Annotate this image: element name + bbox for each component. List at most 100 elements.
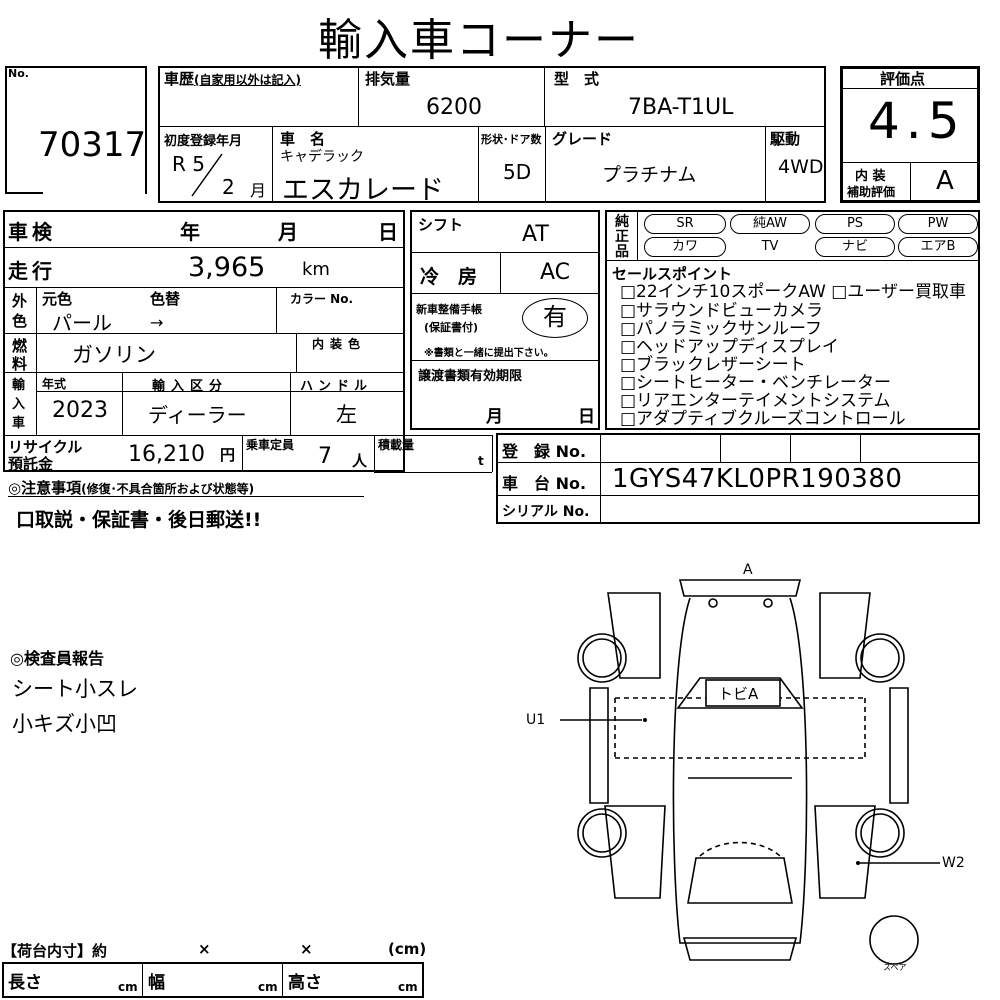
notes-label: ◎注意事項(修復･不具合箇所および状態等): [8, 479, 255, 497]
doors-value: 5D: [503, 160, 532, 184]
model-value: 7BA-T1UL: [628, 95, 734, 120]
import-label-2: 入: [12, 397, 26, 412]
manual-note: ※書類と一緒に提出下さい。: [424, 348, 554, 359]
change-color-label: 色替: [150, 290, 181, 308]
transfer-label: 譲渡書類有効期限: [418, 369, 523, 384]
chassis-value: 1GYS47KL0PR190380: [612, 464, 903, 494]
equipment-label-2: 正: [615, 229, 629, 245]
ac-label: 冷 房: [420, 266, 478, 288]
mileage-value: 3,965: [188, 252, 266, 283]
sales-point-item: □アダプティブクルーズコントロール: [620, 409, 906, 429]
cargo-width-label: 幅: [148, 973, 165, 993]
equipment-box: [605, 210, 980, 430]
first-reg-era: R 5: [172, 152, 205, 176]
mileage-label: 走行: [8, 259, 56, 283]
sales-points-label: セールスポイント: [612, 265, 733, 283]
cargo-width-unit: cm: [258, 980, 278, 994]
car-maker: キャデラック: [280, 149, 364, 165]
sales-point-item: □リアエンターテイメントシステム: [620, 391, 891, 411]
equip-tv: TV: [761, 239, 779, 254]
equipment-label-3: 品: [615, 244, 629, 260]
equip-sr: SR: [644, 214, 726, 234]
fuel-label-2: 料: [12, 355, 28, 373]
sales-point-item: □ヘッドアップディスプレイ: [620, 337, 839, 357]
sales-point-item: □22インチ10スポークAW □ユーザー買取車: [620, 282, 966, 302]
score-value: 4.5: [868, 92, 966, 150]
ac-value: AC: [540, 260, 571, 285]
lot-number-bottom: [5, 192, 43, 194]
car-diagram: [560, 579, 940, 965]
orig-color-label: 元色: [42, 290, 73, 308]
equip-airbag: エアB: [898, 237, 978, 257]
history-label: 車歴(自家用以外は記入): [164, 70, 301, 88]
interior-label-1: 内 装: [855, 169, 886, 184]
import-label-1: 輸: [12, 378, 26, 393]
recycle-unit: 円: [220, 446, 236, 464]
lot-no-label: No.: [8, 67, 29, 80]
interior-score-value: A: [936, 166, 954, 196]
shift-value: AT: [522, 222, 549, 247]
grade-value: プラチナム: [602, 164, 697, 186]
shift-label: シフト: [418, 216, 464, 234]
recycle-value: 16,210: [128, 442, 205, 467]
first-reg-label: 初度登録年月: [164, 134, 243, 149]
cargo-x1: ×: [198, 940, 211, 958]
recycle-label-1: リサイクル: [8, 438, 83, 456]
cargo-height-unit: cm: [398, 980, 418, 994]
load-label: 積載量: [378, 438, 415, 452]
first-reg-month: 2: [222, 175, 235, 199]
car-name: エスカレード: [282, 175, 444, 206]
inspector-line: シート小スレ: [12, 677, 138, 701]
displacement-value: 6200: [426, 95, 482, 120]
orig-color-value: パール: [52, 311, 112, 335]
equip-ps: PS: [815, 214, 895, 234]
cargo-label: 【荷台内寸】約: [2, 942, 108, 960]
capacity-unit: 人: [352, 452, 368, 470]
registration-box: [496, 433, 980, 524]
left-main-box: [3, 210, 405, 472]
handle-label: ハンドル: [300, 379, 373, 394]
equip-kawa: カワ: [644, 237, 726, 257]
transfer-month: 月: [486, 407, 503, 427]
outer-color-label-1: 外: [12, 292, 28, 310]
cargo-length-label: 長さ: [8, 973, 42, 993]
import-class-label: 輸入区分: [152, 379, 229, 394]
sales-point-item: □パノラミックサンルーフ: [620, 319, 823, 339]
car-name-label: 車 名: [280, 130, 326, 148]
color-no-label: カラー No.: [290, 292, 354, 306]
inspection-label: 車検: [8, 220, 56, 244]
lot-number: 70317: [38, 125, 147, 165]
outer-color-label-2: 色: [12, 312, 28, 330]
color-arrow-icon: →: [150, 313, 164, 332]
fuel-label-1: 燃: [12, 337, 28, 355]
first-reg-slash: [191, 153, 223, 197]
transfer-day: 日: [578, 407, 595, 427]
serial-label: シリアル No.: [502, 504, 590, 520]
manual-label-2: (保証書付): [424, 321, 479, 334]
top-info-box: [158, 66, 826, 203]
handle-value: 左: [336, 403, 357, 427]
equip-pw: PW: [898, 214, 978, 234]
model-label: 型 式: [554, 70, 600, 88]
inspector-label: ◎検査員報告: [10, 649, 104, 668]
chassis-label: 車 台 No.: [502, 474, 587, 493]
equipment-label-1: 純: [615, 214, 629, 230]
model-year-value: 2023: [52, 398, 108, 423]
diagram-label-u1: U1: [526, 712, 546, 728]
cargo-height-label: 高さ: [288, 973, 322, 993]
middle-box: [410, 210, 600, 430]
diagram-label-a: A: [743, 562, 753, 578]
import-class-value: ディーラー: [148, 403, 247, 427]
sales-point-item: □サラウンドビューカメラ: [620, 301, 824, 321]
capacity-value: 7: [318, 444, 332, 469]
diagram-label-w2: W2: [942, 855, 965, 871]
score-label: 評価点: [880, 70, 926, 88]
fuel-value: ガソリン: [72, 343, 156, 367]
lot-number-box: [5, 66, 147, 194]
doors-label: 形状･ドア数: [481, 133, 542, 146]
recycle-label-2: 預託金: [8, 455, 54, 473]
first-reg-month-unit: 月: [250, 181, 267, 200]
cargo-unit: (cm): [388, 940, 427, 958]
inspection-year: 年: [180, 220, 200, 244]
cargo-box: [2, 962, 424, 998]
